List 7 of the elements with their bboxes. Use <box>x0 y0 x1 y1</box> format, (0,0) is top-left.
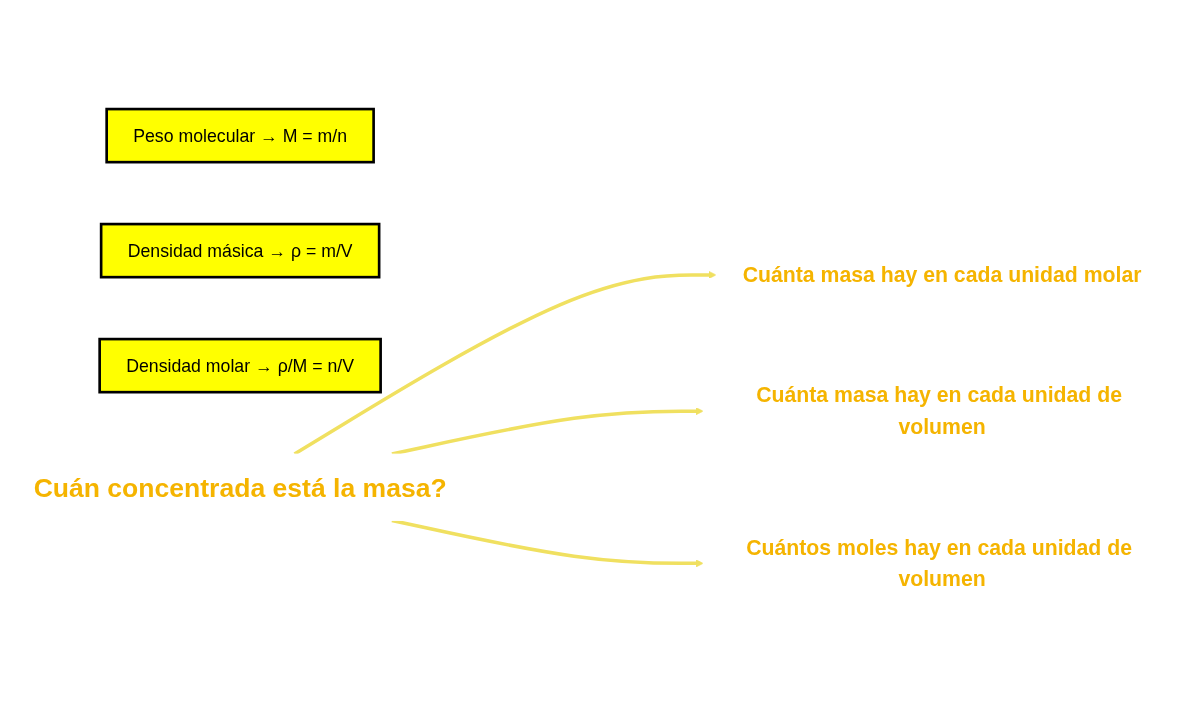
node-text: Cuántos moles hay en cada unidad de volumen <box>746 534 1133 591</box>
node-box: Densidad másica → ρ = m/V <box>99 222 381 279</box>
node-box: Densidad molar → ρ/M = n/V <box>98 337 382 394</box>
node-box: Peso molecular → M = m/n <box>105 107 375 164</box>
node-text: Cuán concentrada está la masa? <box>33 472 447 502</box>
node-text: Cuánta masa hay en cada unidad de volumen <box>756 382 1122 439</box>
node-text: Cuánta masa hay en cada unidad molar <box>742 262 1142 287</box>
